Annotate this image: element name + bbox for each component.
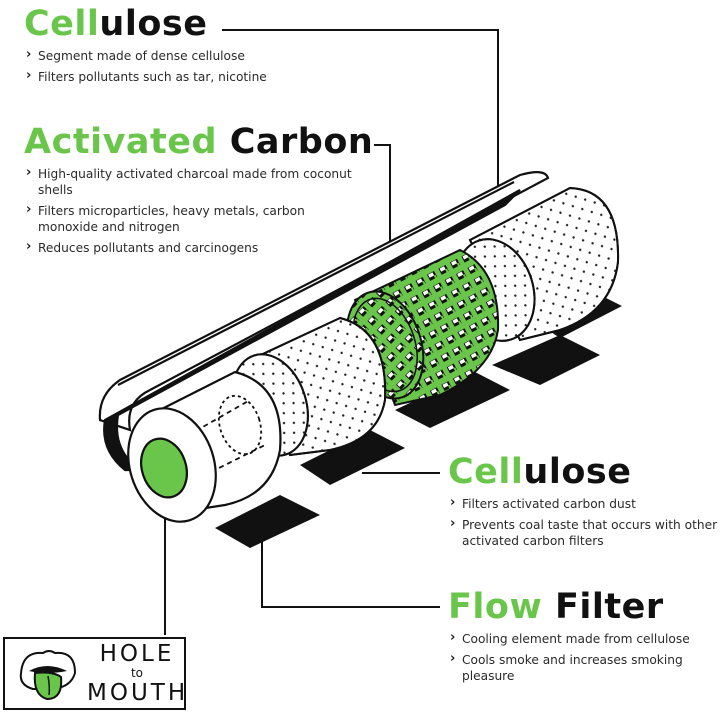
green-mouth-hole [140, 437, 188, 499]
bullet-list: Cooling element made from cellulose Cool… [448, 630, 720, 684]
hole-to-mouth-logo: HOLE to MOUTH [3, 637, 186, 710]
bullet-item: Filters activated carbon dust [448, 495, 720, 512]
section-cellulose-top: Cellulose Segment made of dense cellulos… [24, 4, 324, 90]
connector-cellulose-top [222, 29, 499, 190]
bullet-item: Prevents coal taste that occurs with oth… [448, 516, 720, 549]
bullet-item: Filters microparticles, heavy metals, ca… [24, 202, 354, 235]
bullet-item: Cooling element made from cellulose [448, 630, 720, 647]
bullet-item: High-quality activated charcoal made fro… [24, 165, 354, 198]
bullet-list: Filters activated carbon dust Prevents c… [448, 495, 720, 549]
section-title: Cellulose [448, 452, 632, 492]
section-flow-filter: Flow Filter Cooling element made from ce… [448, 587, 720, 689]
section-title: Activated Carbon [24, 122, 374, 162]
section-title: Flow Filter [448, 587, 664, 627]
bullet-list: High-quality activated charcoal made fro… [24, 165, 354, 256]
connector-flow-filter [261, 537, 440, 608]
logo-text: HOLE to MOUTH [87, 641, 189, 706]
bullet-item: Cools smoke and increases smoking pleasu… [448, 651, 720, 684]
bullet-list: Segment made of dense cellulose Filters … [24, 47, 324, 85]
section-activated-carbon: Activated Carbon High-quality activated … [24, 122, 374, 261]
section-cellulose-bottom: Cellulose Filters activated carbon dust … [448, 452, 720, 554]
segment-flow-filter [127, 370, 282, 523]
tongue-mouth-icon [19, 650, 77, 701]
bullet-item: Filters pollutants such as tar, nicotine [24, 68, 324, 85]
connector-activated-carbon [374, 144, 391, 250]
section-title: Cellulose [24, 4, 208, 44]
bullet-item: Reduces pollutants and carcinogens [24, 239, 354, 256]
bullet-item: Segment made of dense cellulose [24, 47, 324, 64]
